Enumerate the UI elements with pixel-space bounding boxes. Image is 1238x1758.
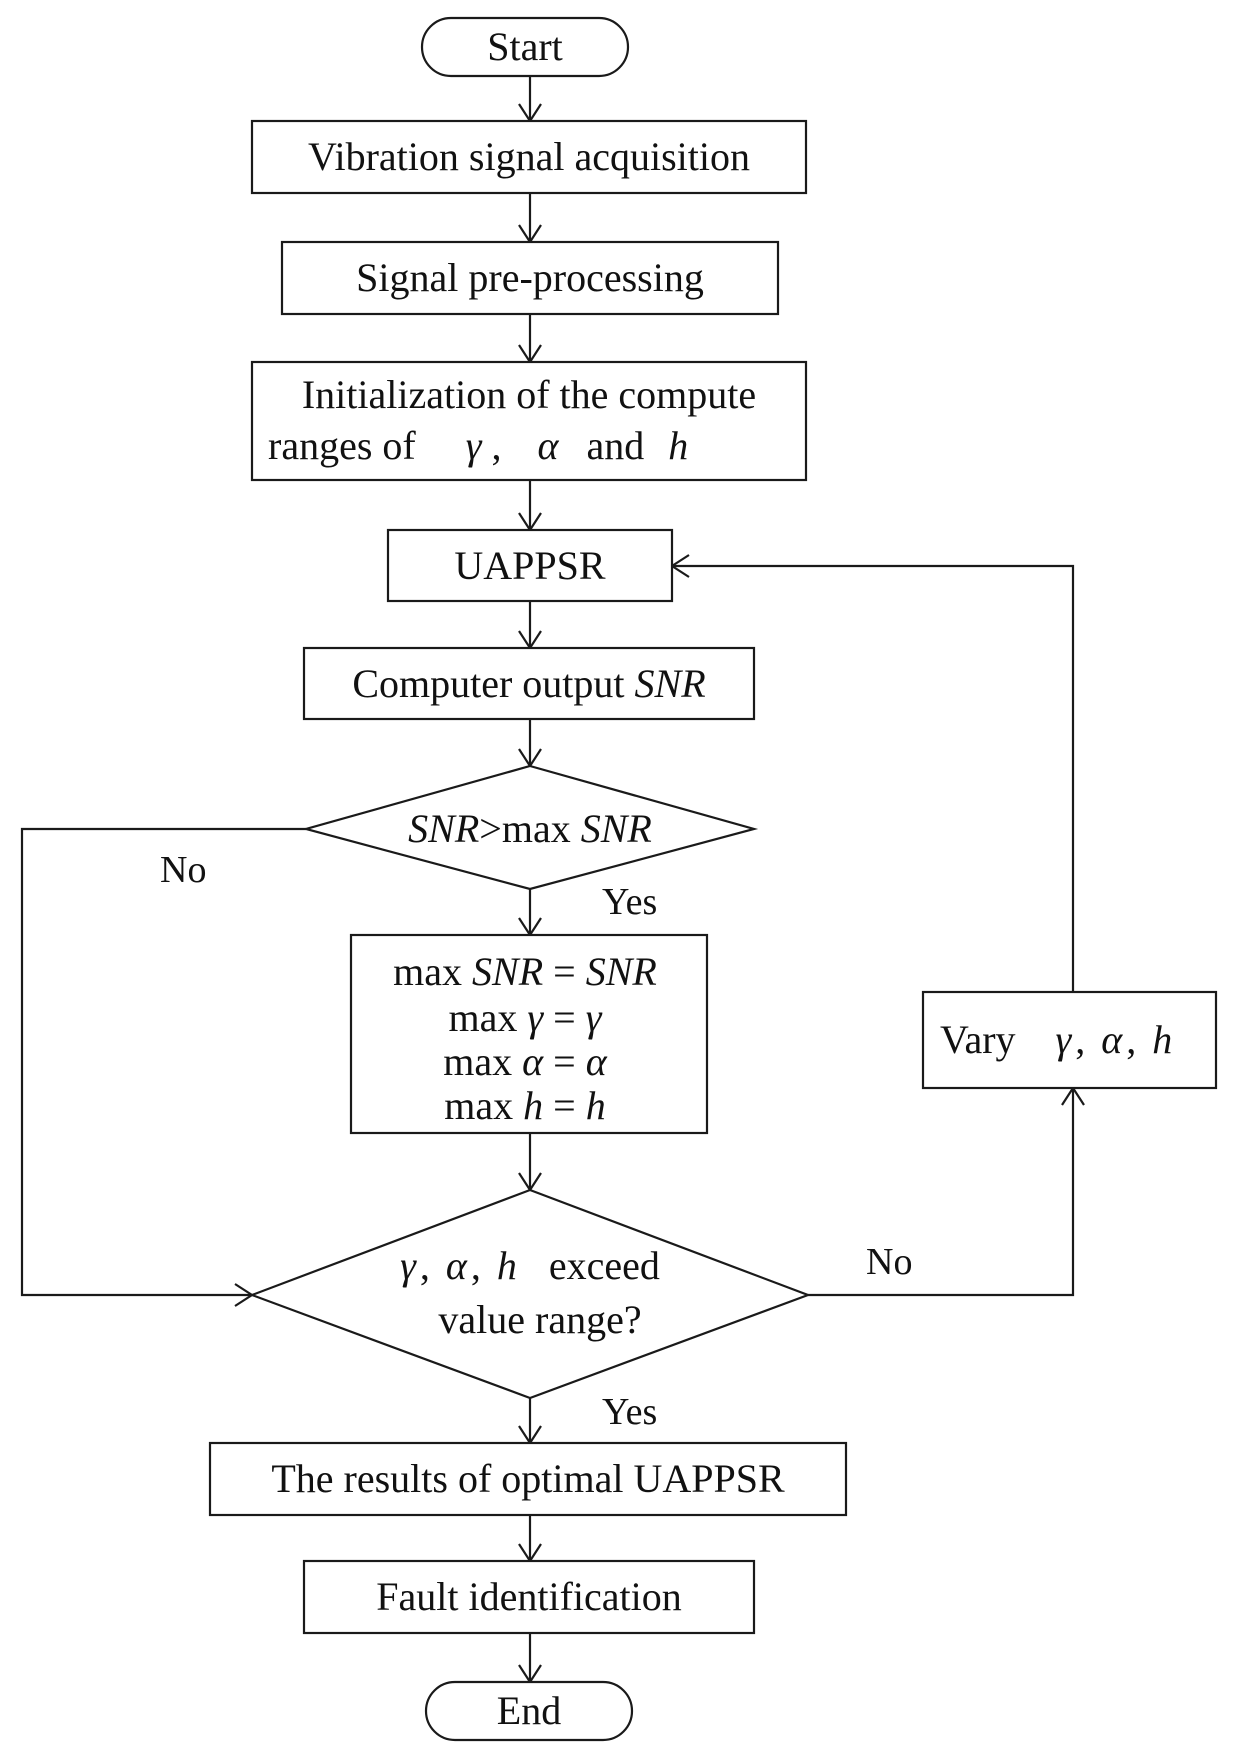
- init-line2: ranges of γ , α and h: [268, 423, 688, 468]
- process-uappsr: [386, 528, 674, 603]
- label-range-yes: Yes: [602, 1391, 657, 1433]
- start-label: Start: [487, 24, 563, 69]
- update-var: SNR: [472, 949, 543, 994]
- node-uappsr: UAPPSR: [386, 528, 674, 603]
- vary-prefix: Vary: [940, 1017, 1016, 1062]
- acquisition-label: Vibration signal acquisition: [308, 134, 750, 179]
- terminator-start: [420, 16, 630, 78]
- process-vary: [921, 990, 1218, 1090]
- vary-label: Vary γ, α, h: [940, 1017, 1172, 1062]
- node-start: Start: [420, 16, 630, 78]
- process-compute-snr: [302, 646, 756, 721]
- process-preprocessing: [280, 240, 780, 316]
- compute-snr-label: Computer output SNR: [352, 661, 705, 706]
- update-var: α: [522, 1039, 544, 1084]
- process-acquisition: [250, 119, 808, 195]
- update-var: γ: [527, 995, 544, 1040]
- update-var2: SNR: [586, 949, 657, 994]
- update-max: max: [449, 995, 528, 1040]
- update-eq: =: [543, 949, 586, 994]
- node-decision-snr: SNR>max SNR: [301, 764, 759, 891]
- range-gamma: γ: [400, 1243, 417, 1288]
- vary-h: h: [1152, 1017, 1172, 1062]
- init-ranges-of: ranges of: [268, 423, 416, 468]
- range-comma: ,: [420, 1243, 430, 1288]
- update-eq: =: [543, 995, 586, 1040]
- decision-snr: [301, 764, 759, 891]
- update-var2: h: [586, 1083, 606, 1128]
- node-decision-range: γ, α, h exceed value range?: [248, 1188, 812, 1400]
- terminator-end: [424, 1680, 634, 1742]
- node-update: max SNR = SNR max γ = γ max α = α max h …: [349, 933, 709, 1135]
- process-fault: [302, 1559, 756, 1635]
- label-snr-yes: Yes: [602, 881, 657, 923]
- decision-range-line2: value range?: [438, 1297, 641, 1342]
- node-vary: Vary γ, α, h: [921, 990, 1218, 1090]
- compute-snr-prefix: Computer output: [352, 661, 634, 706]
- update-max: max: [393, 949, 472, 994]
- node-init: Initialization of the compute ranges of …: [250, 360, 808, 482]
- update-line4: max h = h: [444, 1083, 605, 1128]
- init-line1: Initialization of the compute: [302, 372, 756, 417]
- process-init: [250, 360, 808, 482]
- edge-vary-uappsr: [672, 564, 1075, 992]
- end-label: End: [497, 1688, 561, 1733]
- update-eq: =: [543, 1083, 586, 1128]
- range-exceed: exceed: [549, 1243, 660, 1288]
- connectors: [20, 76, 1085, 1685]
- update-var2: γ: [586, 995, 603, 1040]
- init-gamma: γ: [466, 423, 483, 468]
- range-h: h: [497, 1243, 517, 1288]
- decision-snr-label: SNR>max SNR: [408, 806, 652, 851]
- results-label: The results of optimal UAPPSR: [271, 1456, 785, 1501]
- decision-snr-op: >max: [479, 806, 580, 851]
- decision-range: [248, 1188, 812, 1400]
- update-var2: α: [586, 1039, 608, 1084]
- update-max: max: [444, 1083, 523, 1128]
- node-results: The results of optimal UAPPSR: [208, 1441, 848, 1517]
- update-var: h: [523, 1083, 543, 1128]
- label-range-no: No: [866, 1241, 912, 1283]
- uappsr-label: UAPPSR: [454, 543, 606, 588]
- node-fault: Fault identification: [302, 1559, 756, 1635]
- decision-snr-var: SNR: [408, 806, 479, 851]
- range-comma: ,: [471, 1243, 481, 1288]
- node-end: End: [424, 1680, 634, 1742]
- node-preprocessing: Signal pre-processing: [280, 240, 780, 316]
- vary-gamma: γ: [1056, 1017, 1073, 1062]
- range-alpha: α: [446, 1243, 468, 1288]
- vary-comma: ,: [1126, 1017, 1136, 1062]
- process-results: [208, 1441, 848, 1517]
- init-h: h: [668, 423, 688, 468]
- update-line1: max SNR = SNR: [393, 949, 657, 994]
- update-line3: max α = α: [443, 1039, 607, 1084]
- label-snr-no: No: [160, 849, 206, 891]
- node-acquisition: Vibration signal acquisition: [250, 119, 808, 195]
- fault-label: Fault identification: [376, 1574, 682, 1619]
- update-max: max: [443, 1039, 522, 1084]
- init-alpha: α: [537, 423, 559, 468]
- vary-alpha: α: [1101, 1017, 1123, 1062]
- edge-snr-no-loop: [20, 827, 306, 1297]
- update-line2: max γ = γ: [449, 995, 603, 1040]
- node-compute-snr: Computer output SNR: [302, 646, 756, 721]
- decision-range-line1: γ, α, h exceed: [400, 1243, 660, 1288]
- init-comma: ,: [491, 423, 501, 468]
- compute-snr-var: SNR: [635, 661, 706, 706]
- process-update: [349, 933, 709, 1135]
- vary-comma: ,: [1075, 1017, 1085, 1062]
- decision-snr-var2: SNR: [581, 806, 652, 851]
- update-eq: =: [543, 1039, 586, 1084]
- preprocessing-label: Signal pre-processing: [356, 255, 704, 300]
- edge-range-no-vary: [808, 1088, 1075, 1297]
- init-and: and: [586, 423, 644, 468]
